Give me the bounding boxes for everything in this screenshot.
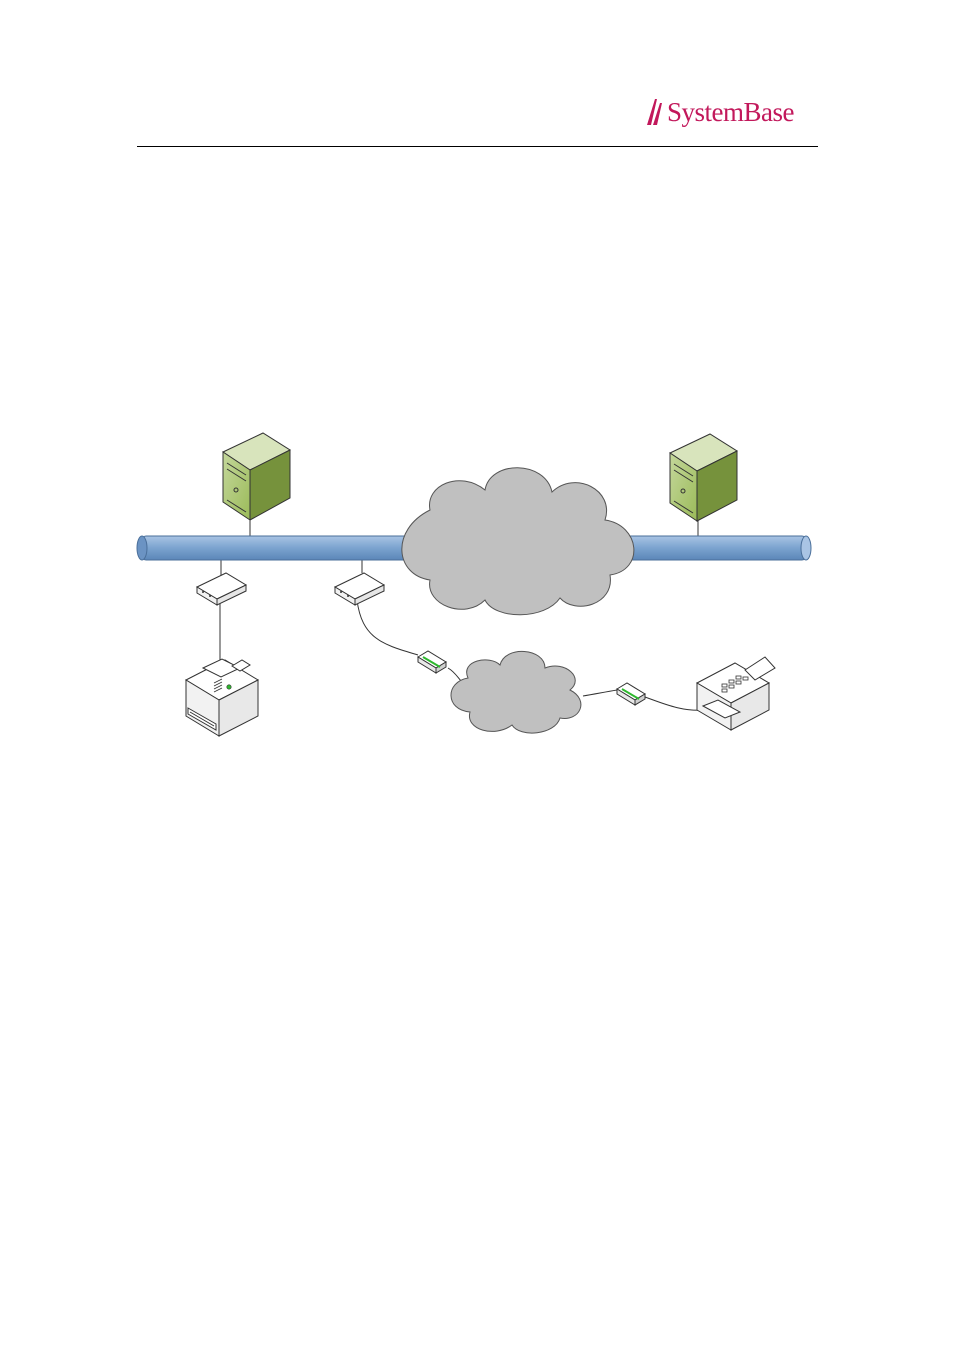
internet-cloud <box>402 468 634 615</box>
server-left-icon <box>223 433 290 520</box>
modem-1-icon <box>418 651 446 673</box>
fax-machine-icon <box>697 657 775 730</box>
printer-icon <box>186 659 258 736</box>
device-server-2-icon <box>335 573 384 605</box>
modem-2-icon <box>617 683 645 705</box>
server-right-icon <box>670 434 737 521</box>
device-server-1-icon <box>197 573 246 605</box>
phone-network-cloud <box>451 651 581 733</box>
